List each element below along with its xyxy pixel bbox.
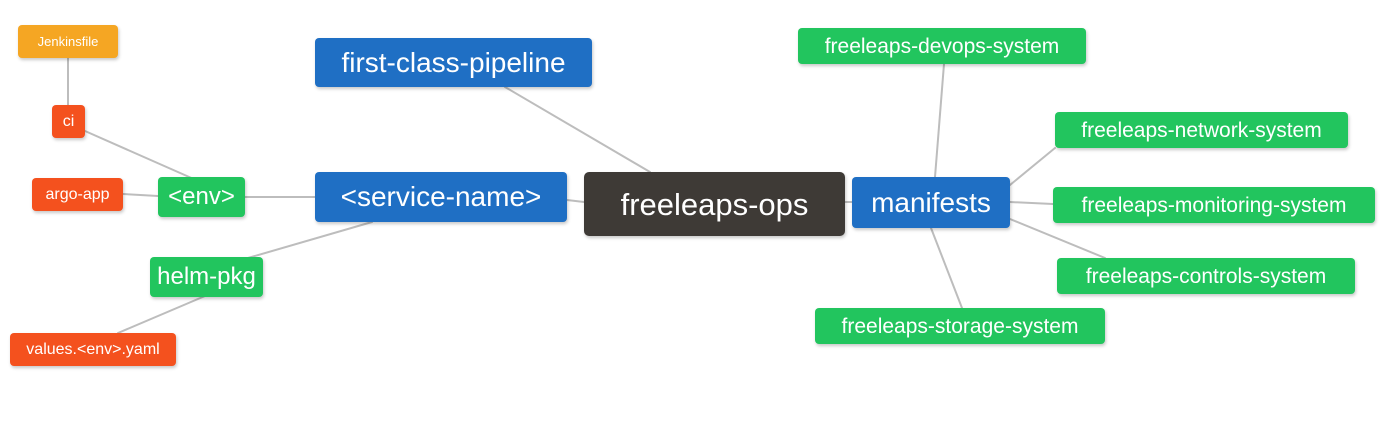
node-freeleaps-ops-root[interactable]: freeleaps-ops (584, 172, 845, 236)
node-freeleaps-devops-system[interactable]: freeleaps-devops-system (798, 28, 1086, 64)
node-jenkinsfile[interactable]: Jenkinsfile (18, 25, 118, 58)
node-freeleaps-controls-system-label: freeleaps-controls-system (1085, 264, 1327, 288)
node-ci[interactable]: ci (52, 105, 85, 138)
node-freeleaps-devops-system-label: freeleaps-devops-system (824, 34, 1060, 58)
node-jenkinsfile-label: Jenkinsfile (37, 34, 99, 49)
node-values-yaml[interactable]: values.<env>.yaml (10, 333, 176, 366)
node-argo-app-label: argo-app (45, 185, 110, 203)
node-argo-app[interactable]: argo-app (32, 178, 123, 211)
node-values-yaml-label: values.<env>.yaml (26, 340, 160, 358)
edge-manifests-networksystem (1009, 147, 1056, 186)
edge-manifests-monitoringsystem (1009, 201, 1054, 205)
node-freeleaps-storage-system[interactable]: freeleaps-storage-system (815, 308, 1105, 344)
edge-servicename-root (566, 199, 585, 203)
node-first-class-pipeline-label: first-class-pipeline (341, 46, 566, 78)
node-first-class-pipeline[interactable]: first-class-pipeline (315, 38, 592, 87)
node-freeleaps-controls-system[interactable]: freeleaps-controls-system (1057, 258, 1355, 294)
node-service-name-label: <service-name> (340, 181, 542, 212)
node-freeleaps-storage-system-label: freeleaps-storage-system (841, 314, 1079, 338)
node-env[interactable]: <env> (158, 177, 245, 217)
node-manifests[interactable]: manifests (852, 177, 1010, 228)
node-freeleaps-network-system[interactable]: freeleaps-network-system (1055, 112, 1348, 148)
edge-valuesyaml-helmpkg (117, 295, 206, 334)
node-freeleaps-monitoring-system[interactable]: freeleaps-monitoring-system (1053, 187, 1375, 223)
node-helm-pkg[interactable]: helm-pkg (150, 257, 263, 297)
node-ci-label: ci (62, 112, 75, 130)
edge-helmpkg-servicename (247, 221, 373, 259)
edge-manifests-controlssystem (1009, 218, 1106, 259)
node-freeleaps-network-system-label: freeleaps-network-system (1081, 118, 1322, 142)
edge-ci-env (84, 130, 197, 181)
node-service-name[interactable]: <service-name> (315, 172, 567, 222)
node-helm-pkg-label: helm-pkg (157, 263, 256, 290)
node-freeleaps-monitoring-system-label: freeleaps-monitoring-system (1081, 193, 1347, 217)
node-env-label: <env> (168, 183, 235, 210)
node-manifests-label: manifests (871, 186, 991, 218)
edge-firstclasspipeline-root (504, 86, 651, 173)
edge-manifests-storagesystem (930, 227, 963, 309)
node-freeleaps-ops-root-label: freeleaps-ops (620, 186, 809, 222)
edge-argoapp-env (122, 193, 159, 197)
edge-manifests-devopssystem (934, 63, 945, 178)
